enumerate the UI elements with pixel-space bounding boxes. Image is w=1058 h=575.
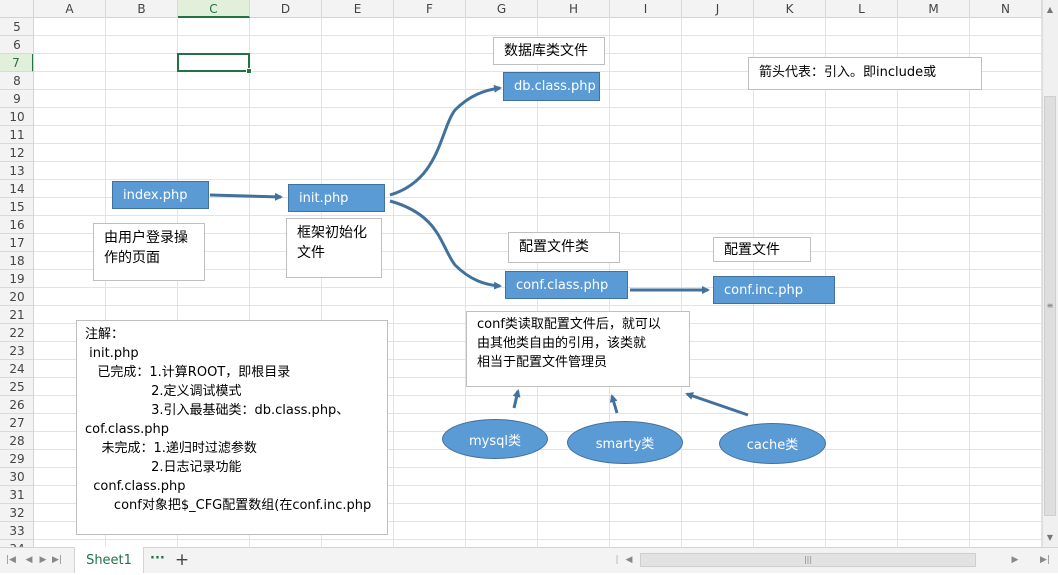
cache-ellipse[interactable]: cache类: [719, 423, 826, 464]
column-header-m[interactable]: M: [898, 0, 970, 18]
hscroll-grip-icon: |||: [803, 555, 813, 564]
column-header-k[interactable]: K: [754, 0, 826, 18]
column-header-d[interactable]: D: [250, 0, 322, 18]
column-header-l[interactable]: L: [826, 0, 898, 18]
row-header-15[interactable]: 15: [0, 198, 33, 216]
row-header-22[interactable]: 22: [0, 324, 33, 342]
note-line: 未完成：1.递归时过滤参数: [85, 441, 257, 456]
row-header-28[interactable]: 28: [0, 432, 33, 450]
prev-sheet-icon[interactable]: ◀: [25, 555, 33, 565]
row-header-33[interactable]: 33: [0, 522, 33, 540]
conf-inc-box[interactable]: conf.inc.php: [713, 276, 835, 304]
scroll-end-icon[interactable]: ▶|: [1040, 555, 1050, 565]
row-header-34[interactable]: 34: [0, 540, 33, 547]
db-label-box[interactable]: 数据库类文件: [493, 37, 605, 65]
column-header-c[interactable]: C: [178, 0, 250, 18]
row-header-18[interactable]: 18: [0, 252, 33, 270]
last-sheet-icon[interactable]: ▶|: [52, 555, 62, 565]
row-header-11[interactable]: 11: [0, 126, 33, 144]
smarty-ellipse[interactable]: smarty类: [567, 421, 683, 464]
scroll-left-icon[interactable]: ◀: [625, 555, 633, 565]
row-header-10[interactable]: 10: [0, 108, 33, 126]
conf-desc-box[interactable]: conf类读取配置文件后，就可以 由其他类自由的引用，该类就 相当于配置文件管理…: [466, 311, 690, 387]
init-desc-box[interactable]: 框架初始化 文件: [286, 218, 382, 278]
row-header-23[interactable]: 23: [0, 342, 33, 360]
note-line: cof.class.php: [85, 422, 170, 437]
row-header-30[interactable]: 30: [0, 468, 33, 486]
row-header-16[interactable]: 16: [0, 216, 33, 234]
legend-box[interactable]: 箭头代表：引入。即include或: [748, 57, 982, 90]
note-box[interactable]: 注解： init.php 已完成：1.计算ROOT，即根目录 2.定义调试模式 …: [76, 320, 388, 535]
horizontal-scroll-thumb[interactable]: [640, 553, 976, 567]
row-header-9[interactable]: 9: [0, 90, 33, 108]
note-line: 2.定义调试模式: [85, 384, 242, 399]
note-line: 2.日志记录功能: [85, 460, 242, 475]
column-header-i[interactable]: I: [610, 0, 682, 18]
row-header-27[interactable]: 27: [0, 414, 33, 432]
row-header-5[interactable]: 5: [0, 18, 33, 36]
row-header-26[interactable]: 26: [0, 396, 33, 414]
user-page-box[interactable]: 由用户登录操 作的页面: [93, 223, 205, 281]
note-line: init.php: [85, 346, 139, 361]
row-header-25[interactable]: 25: [0, 378, 33, 396]
vertical-scroll-thumb[interactable]: [1044, 96, 1056, 516]
row-header-21[interactable]: 21: [0, 306, 33, 324]
row-header-8[interactable]: 8: [0, 72, 33, 90]
mysql-ellipse[interactable]: mysql类: [442, 419, 548, 459]
note-line: conf.class.php: [85, 479, 186, 494]
column-header-h[interactable]: H: [538, 0, 610, 18]
row-header-29[interactable]: 29: [0, 450, 33, 468]
row-header-7[interactable]: 7: [0, 54, 33, 72]
column-header-n[interactable]: N: [970, 0, 1042, 18]
more-sheets-icon[interactable]: ···: [150, 551, 165, 566]
column-header-j[interactable]: J: [682, 0, 754, 18]
note-line: conf对象把$_CFG配置数组(在conf.inc.php: [85, 498, 372, 513]
next-sheet-icon[interactable]: ▶: [39, 555, 47, 565]
column-header-f[interactable]: F: [394, 0, 466, 18]
init-php-box[interactable]: init.php: [288, 184, 385, 212]
row-header-20[interactable]: 20: [0, 288, 33, 306]
index-php-box[interactable]: index.php: [112, 181, 209, 209]
scroll-grip-icon: ≡: [1046, 301, 1054, 310]
column-header-b[interactable]: B: [106, 0, 178, 18]
db-class-box[interactable]: db.class.php: [503, 72, 600, 101]
first-sheet-icon[interactable]: |◀: [6, 555, 16, 565]
scroll-right-icon[interactable]: ▶: [1011, 555, 1019, 565]
add-sheet-icon[interactable]: +: [174, 550, 190, 570]
sheet-tab-sheet1[interactable]: Sheet1: [74, 547, 144, 573]
conf-label-box[interactable]: 配置文件类: [508, 232, 620, 263]
column-header-g[interactable]: G: [466, 0, 538, 18]
row-header-19[interactable]: 19: [0, 270, 33, 288]
note-line: 已完成：1.计算ROOT，即根目录: [85, 365, 291, 380]
conf-class-box[interactable]: conf.class.php: [505, 271, 628, 299]
column-header-e[interactable]: E: [322, 0, 394, 18]
select-all-corner[interactable]: [0, 0, 34, 18]
selected-cell[interactable]: [177, 53, 250, 72]
row-header-14[interactable]: 14: [0, 180, 33, 198]
row-header-17[interactable]: 17: [0, 234, 33, 252]
column-header-a[interactable]: A: [34, 0, 106, 18]
row-header-31[interactable]: 31: [0, 486, 33, 504]
row-header-24[interactable]: 24: [0, 360, 33, 378]
row-header-13[interactable]: 13: [0, 162, 33, 180]
row-header-32[interactable]: 32: [0, 504, 33, 522]
row-header-12[interactable]: 12: [0, 144, 33, 162]
fill-handle[interactable]: [246, 68, 252, 74]
note-line: 3.引入最基础类：db.class.php、: [85, 403, 350, 418]
scroll-down-icon[interactable]: ▼: [1046, 533, 1054, 542]
note-line: 注解：: [85, 327, 125, 342]
cfg-label-box[interactable]: 配置文件: [713, 237, 811, 262]
hscroll-divider-icon: |: [615, 555, 619, 565]
row-header-6[interactable]: 6: [0, 36, 33, 54]
scroll-up-icon[interactable]: ▲: [1046, 5, 1054, 14]
